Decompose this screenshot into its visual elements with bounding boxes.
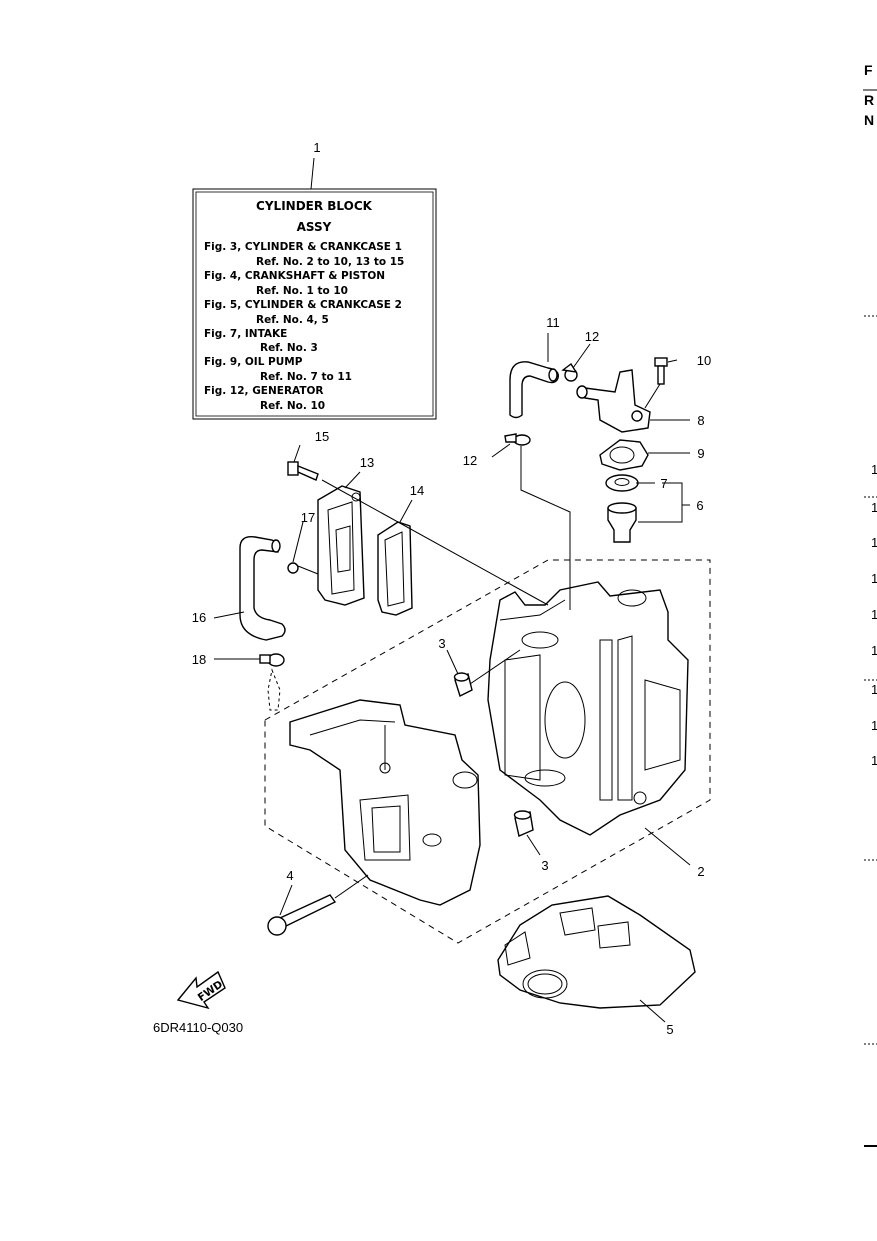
fwd-arrow-icon: FWD	[176, 970, 226, 1010]
cylinder-block-part-2	[487, 581, 689, 836]
hose-clip-part-12	[561, 362, 578, 382]
diagram-code: 6DR4110-Q030	[153, 1020, 243, 1035]
hose-part-16	[239, 536, 286, 641]
thermostat-part-6	[607, 502, 637, 543]
edge-number: 1	[871, 753, 877, 768]
box-line: Fig. 4, CRANKSHAFT & PISTON	[204, 270, 385, 282]
clip-part-17	[287, 562, 319, 575]
callout-12-lower: 12	[463, 453, 477, 468]
callout-14: 14	[410, 483, 424, 498]
box-line: Fig. 7, INTAKE	[204, 328, 287, 340]
edge-number: 1	[871, 643, 877, 658]
box-title-line2: ASSY	[297, 220, 332, 234]
hose-part-11	[509, 361, 559, 419]
callout-2: 2	[697, 864, 704, 879]
edge-letter: F	[864, 62, 873, 78]
callout-4: 4	[286, 868, 293, 883]
callout-7: 7	[660, 476, 667, 491]
assembly-dashed-outline	[264, 559, 711, 944]
edge-number: 1	[871, 535, 877, 550]
crankcase	[289, 699, 481, 906]
box-line: Fig. 3, CYLINDER & CRANKCASE 1	[204, 241, 402, 253]
hose-clip-part-12-lower	[504, 433, 531, 446]
callout-18: 18	[192, 652, 206, 667]
leader-lines	[213, 333, 691, 1023]
cylinder-block-assy-box: CYLINDER BLOCK ASSY Fig. 3, CYLINDER & C…	[192, 140, 437, 420]
callout-12: 12	[585, 329, 599, 344]
edge-number: 1	[871, 571, 877, 586]
edge-number: 1	[871, 718, 877, 733]
box-line: Fig. 12, GENERATOR	[204, 385, 324, 397]
cover-part-13	[317, 485, 365, 606]
callout-16: 16	[192, 610, 206, 625]
gasket-part-14	[377, 521, 413, 616]
seal-part-7	[605, 474, 639, 492]
bolt-part-10	[644, 357, 668, 409]
box-line: Fig. 5, CYLINDER & CRANKCASE 2	[204, 299, 402, 311]
box-line: Ref. No. 1 to 10	[256, 285, 348, 297]
box-line: Ref. No. 2 to 10, 13 to 15	[256, 256, 404, 268]
edge-letter: N	[864, 112, 874, 128]
callout-9: 9	[697, 446, 704, 461]
edge-number: 1	[871, 607, 877, 622]
callout-13: 13	[360, 455, 374, 470]
callout-5: 5	[666, 1022, 673, 1037]
callout-8: 8	[697, 413, 704, 428]
box-line: Ref. No. 3	[260, 342, 318, 354]
box-line: Fig. 9, OIL PUMP	[204, 356, 303, 368]
callout-11: 11	[546, 315, 560, 330]
fitting-part-18	[259, 653, 285, 711]
adjacent-page-edge: F R N 1 1 1 1 1 1 1 1 1	[863, 62, 877, 1147]
dowel-pin-part-3-upper	[453, 672, 473, 697]
callout-3-lower: 3	[541, 858, 548, 873]
edge-number: 1	[871, 682, 877, 697]
callout-6: 6	[696, 498, 703, 513]
callout-1: 1	[313, 140, 320, 155]
bolt-part-4	[267, 874, 369, 936]
box-line: Ref. No. 4, 5	[256, 314, 329, 326]
edge-number: 1	[871, 500, 877, 515]
callout-15: 15	[315, 429, 329, 444]
callout-3-upper: 3	[438, 636, 445, 651]
thermostat-cover-part-8	[576, 369, 651, 433]
callout-17: 17	[301, 510, 315, 525]
gasket-part-9	[599, 439, 649, 471]
edge-letter: R	[864, 92, 874, 108]
box-line: Ref. No. 10	[260, 400, 325, 412]
box-title-line1: CYLINDER BLOCK	[256, 199, 373, 213]
box-line: Ref. No. 7 to 11	[260, 371, 352, 383]
callout-labels: 11 12 10 8 9 7 6 12 15 13 14 17 16 18 3 …	[192, 315, 711, 1037]
bolt-part-15	[287, 461, 319, 481]
callout-10: 10	[697, 353, 711, 368]
gasket-part-5	[497, 895, 696, 1009]
edge-number: 1	[871, 462, 877, 477]
dowel-pin-part-3-lower	[513, 810, 534, 837]
